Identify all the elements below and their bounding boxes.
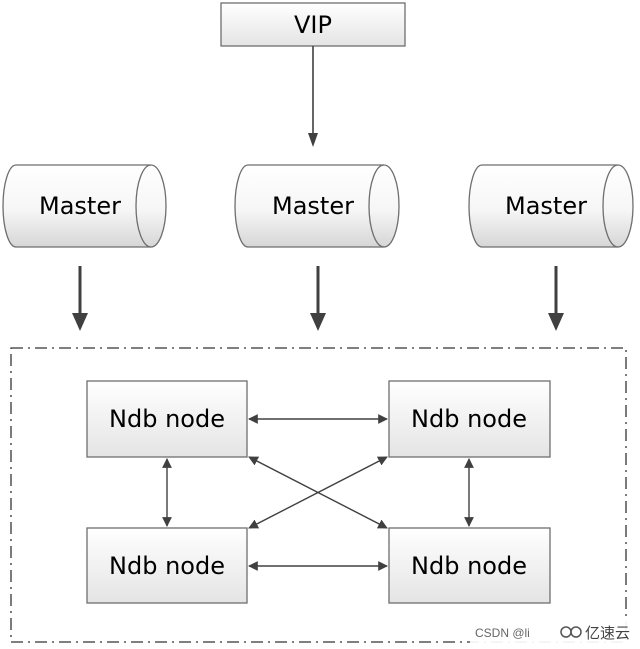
ndb-node-bottom-left: Ndb node (86, 527, 248, 604)
ndb-node-top-right: Ndb node (388, 380, 551, 458)
master-node-2: Master (234, 164, 400, 248)
master-node-3: Master (468, 164, 634, 248)
ndb-node-top-left: Ndb node (86, 380, 248, 458)
vip-to-master-arrow (308, 46, 318, 147)
yisu-logo-text: 亿速云 (585, 624, 630, 642)
master-node-1: Master (2, 164, 167, 248)
ndb-link-diagonal-up (248, 456, 388, 529)
master-label: Master (272, 192, 354, 220)
master-label: Master (505, 192, 587, 220)
ndb-cluster-border (10, 347, 627, 643)
ndb-node-bottom-right: Ndb node (388, 527, 551, 604)
master-1-to-cluster-arrow (72, 266, 88, 331)
master-3-to-cluster-arrow (548, 266, 564, 331)
ndb-node-label: Ndb node (109, 552, 225, 580)
yisu-logo-icon (560, 626, 582, 638)
csdn-watermark-text: CSDN @li (475, 626, 530, 640)
watermark: CSDN @li 亿速云 (470, 618, 638, 646)
ndb-node-label: Ndb node (109, 405, 225, 433)
ndb-node-label: Ndb node (411, 552, 527, 580)
vip-label: VIP (294, 11, 332, 39)
ndb-node-label: Ndb node (411, 405, 527, 433)
master-2-to-cluster-arrow (310, 266, 326, 331)
master-label: Master (39, 192, 121, 220)
vip-box: VIP (220, 2, 406, 47)
